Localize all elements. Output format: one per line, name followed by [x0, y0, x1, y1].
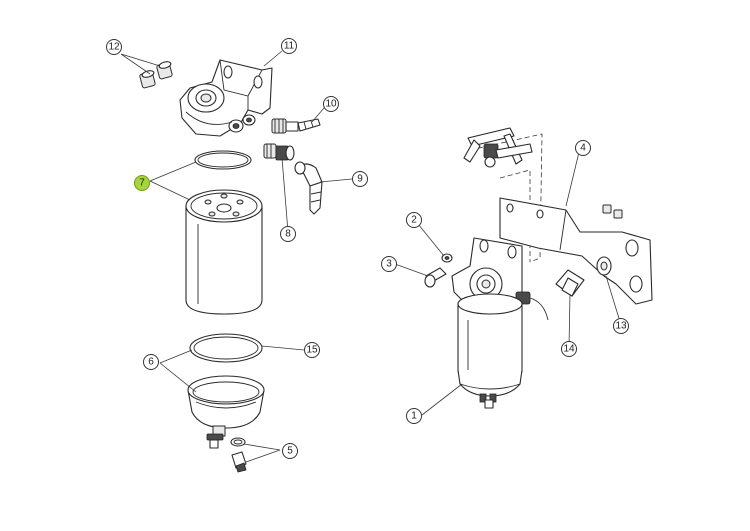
part-1-filter-assembly	[457, 293, 523, 409]
callout-4-label: 4	[580, 143, 586, 154]
callout-11[interactable]: 11	[281, 38, 297, 54]
part-11-filter-head	[179, 59, 273, 137]
part-5-drain-plug	[230, 437, 247, 473]
part-12-plugs	[139, 61, 173, 89]
callout-12-label: 12	[108, 42, 120, 53]
callout-1-label: 1	[411, 411, 417, 422]
callout-10-label: 10	[325, 99, 337, 110]
part-8-fitting	[263, 143, 295, 161]
callout-7-label: 7	[139, 178, 145, 189]
leader-lines	[120, 50, 622, 463]
part-9-elbow-fitting	[294, 161, 323, 215]
callout-1[interactable]: 1	[406, 408, 422, 424]
callout-11-label: 11	[284, 41, 295, 52]
callout-10[interactable]: 10	[323, 96, 339, 112]
part-4-bracket	[499, 197, 653, 305]
part-6-water-bowl	[187, 375, 265, 449]
part-2-washer	[441, 253, 453, 263]
callout-9[interactable]: 9	[352, 171, 368, 187]
part-3-bolt	[424, 267, 447, 288]
part-15-bowl-seal	[189, 333, 263, 363]
callout-12[interactable]: 12	[106, 39, 122, 55]
part-7-top-seal	[194, 150, 252, 170]
callout-4[interactable]: 4	[575, 140, 591, 156]
t-connector-fitting	[463, 127, 533, 168]
callout-3[interactable]: 3	[381, 256, 397, 272]
callout-6-label: 6	[148, 357, 154, 368]
part-7-filter-cartridge	[185, 189, 263, 315]
callout-9-label: 9	[357, 174, 363, 185]
part-13-washer	[596, 256, 612, 276]
callout-14-label: 14	[563, 344, 575, 355]
callout-13-label: 13	[615, 321, 627, 332]
callout-2[interactable]: 2	[406, 212, 422, 228]
bracket-nuts	[602, 204, 623, 219]
callout-5-label: 5	[287, 446, 293, 457]
callout-6[interactable]: 6	[143, 354, 159, 370]
assembled-filter-head	[451, 237, 549, 321]
callout-14[interactable]: 14	[561, 341, 577, 357]
callout-13[interactable]: 13	[613, 318, 629, 334]
callout-3-label: 3	[386, 259, 392, 270]
part-14-bolt	[555, 269, 585, 297]
callout-15-label: 15	[306, 345, 318, 356]
callout-2-label: 2	[411, 215, 417, 226]
callout-5[interactable]: 5	[282, 443, 298, 459]
part-10-barb-fitting	[271, 118, 321, 134]
callout-8-label: 8	[285, 229, 291, 240]
callout-15[interactable]: 15	[304, 342, 320, 358]
callout-8[interactable]: 8	[280, 226, 296, 242]
callout-7[interactable]: 7	[134, 175, 150, 191]
